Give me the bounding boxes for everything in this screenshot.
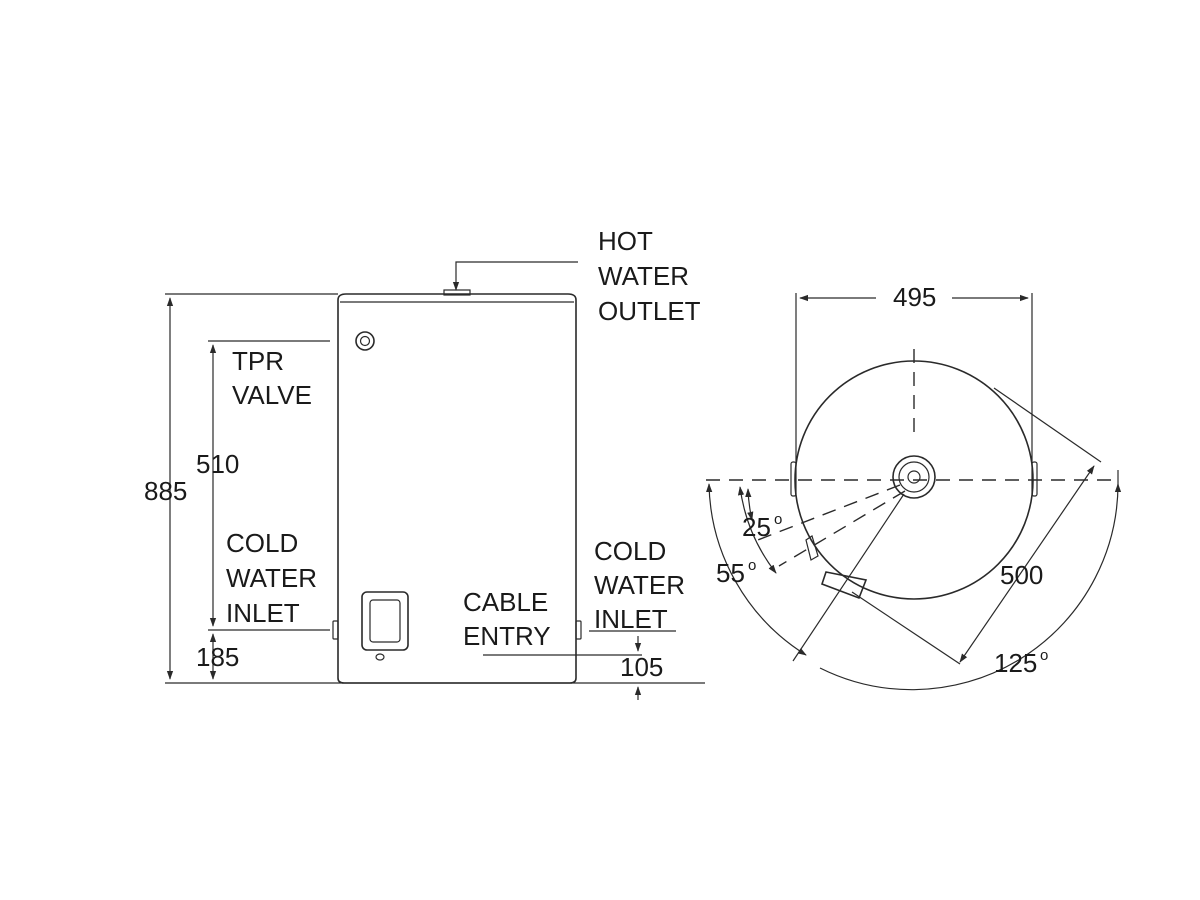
front-view	[165, 261, 705, 700]
cable-entry-stub	[575, 620, 582, 640]
dim-885-label: 885	[144, 476, 187, 506]
angle-25-degree: o	[774, 511, 782, 528]
cold-inlet-stub-left	[332, 620, 339, 640]
dim-185-label: 185	[196, 642, 239, 672]
plan-inlet-fitting	[820, 571, 868, 600]
cable-entry-label-2: ENTRY	[463, 621, 551, 651]
element-cover-panel	[361, 591, 409, 651]
dim-500-line	[959, 465, 1095, 663]
cold-inlet-left-label-3: INLET	[226, 598, 300, 628]
ray-inlet	[792, 493, 905, 662]
tpr-valve-icon	[355, 331, 375, 351]
cold-inlet-left-label-2: WATER	[226, 563, 317, 593]
angle-125-label: 125	[994, 648, 1037, 678]
cold-inlet-right-label-1: COLD	[594, 536, 666, 566]
angle-55-label: 55	[716, 558, 745, 588]
cold-inlet-left-label-1: COLD	[226, 528, 298, 558]
cable-entry-label-1: CABLE	[463, 587, 548, 617]
cold-inlet-right-label-2: WATER	[594, 570, 685, 600]
cold-inlet-right-label-3: INLET	[594, 604, 668, 634]
hot-outlet-label-3: OUTLET	[598, 296, 701, 326]
hot-outlet-label-1: HOT	[598, 226, 653, 256]
dim-500-label: 500	[1000, 560, 1043, 590]
outlet-plan-fitting	[892, 455, 936, 499]
arc-outer-left	[706, 483, 807, 656]
ray-25	[749, 484, 901, 544]
dim-510-label: 510	[196, 449, 239, 479]
hot-outlet-leader	[452, 261, 578, 291]
dim-495-label: 495	[893, 282, 936, 312]
angle-25-label: 25	[742, 512, 771, 542]
tpr-label-2: VALVE	[232, 380, 312, 410]
arc-125	[819, 483, 1122, 691]
plan-view	[706, 293, 1122, 691]
angle-125-degree: o	[1040, 647, 1048, 664]
tpr-label-1: TPR	[232, 346, 284, 376]
angle-55-degree: o	[748, 557, 756, 574]
hot-outlet-label-2: WATER	[598, 261, 689, 291]
dim-105-label: 105	[620, 652, 663, 682]
